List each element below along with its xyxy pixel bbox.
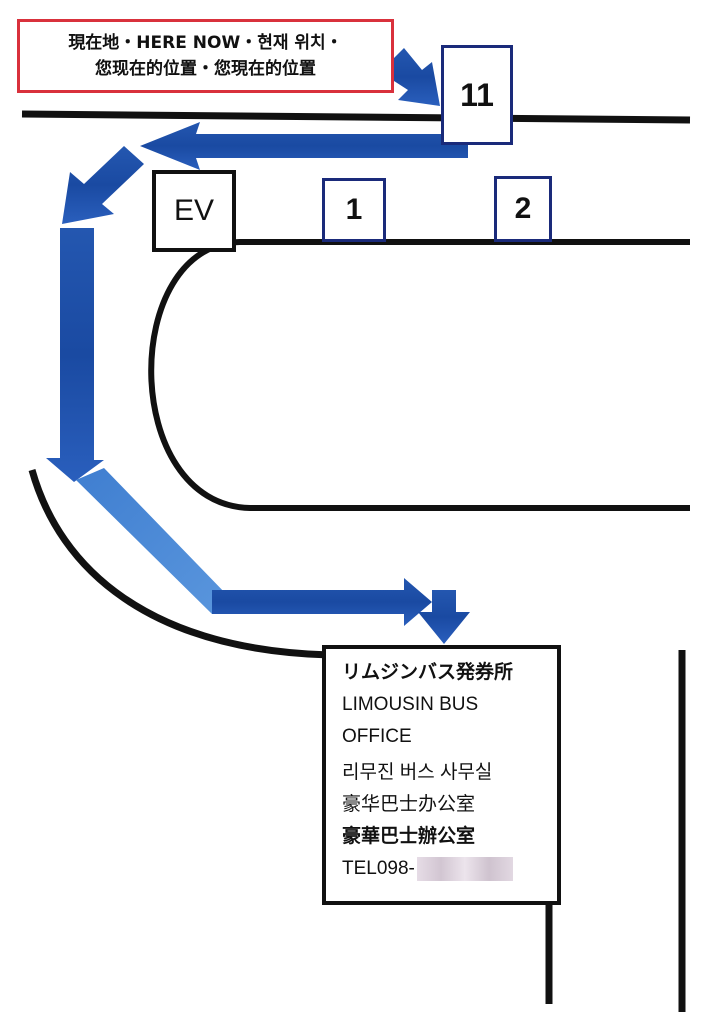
office-phone: TEL098-: [342, 853, 557, 885]
here-line-1: 現在地・HERE NOW・현재 위치・: [68, 33, 343, 53]
limousine-bus-office: リムジンバス発券所 LIMOUSIN BUS OFFICE 리무진 버스 사무실…: [322, 645, 561, 905]
office-name-zh-simplified: 豪华巴士办公室: [342, 794, 476, 815]
office-name-zh-traditional: 豪華巴士辦公室: [342, 826, 476, 847]
elevator-box: EV: [152, 170, 236, 252]
arrow-down-to-office: [418, 590, 470, 644]
current-location-label: 現在地・HERE NOW・현재 위치・ 您现在的位置・您現在的位置: [17, 19, 394, 93]
arrow-diagonal-down-left: [62, 146, 144, 224]
road-line-top: [21, 110, 691, 124]
road-curve-lower: [28, 469, 331, 659]
redacted-phone-number: [416, 857, 513, 881]
bus-stop-11: 11: [441, 45, 513, 145]
office-name-ko: 리무진 버스 사무실: [342, 762, 493, 783]
office-name-en-1: LIMOUSIN BUS: [342, 694, 479, 715]
bus-stop-1: 1: [322, 178, 386, 242]
road-curve-island: [148, 239, 690, 511]
arrow-here-to-stop: [380, 48, 440, 106]
office-phone-prefix: TEL098-: [342, 858, 415, 879]
arrow-top-left: [140, 122, 468, 170]
bus-stop-2: 2: [494, 176, 552, 242]
here-line-2: 您现在的位置・您現在的位置: [95, 59, 316, 79]
office-name-en-2: OFFICE: [342, 726, 412, 747]
office-name-ja: リムジンバス発券所: [342, 662, 514, 683]
arrow-bottom-right: [212, 578, 432, 626]
arrow-vertical-down: [46, 228, 104, 482]
arrow-diagonal-down-right: [76, 468, 228, 614]
